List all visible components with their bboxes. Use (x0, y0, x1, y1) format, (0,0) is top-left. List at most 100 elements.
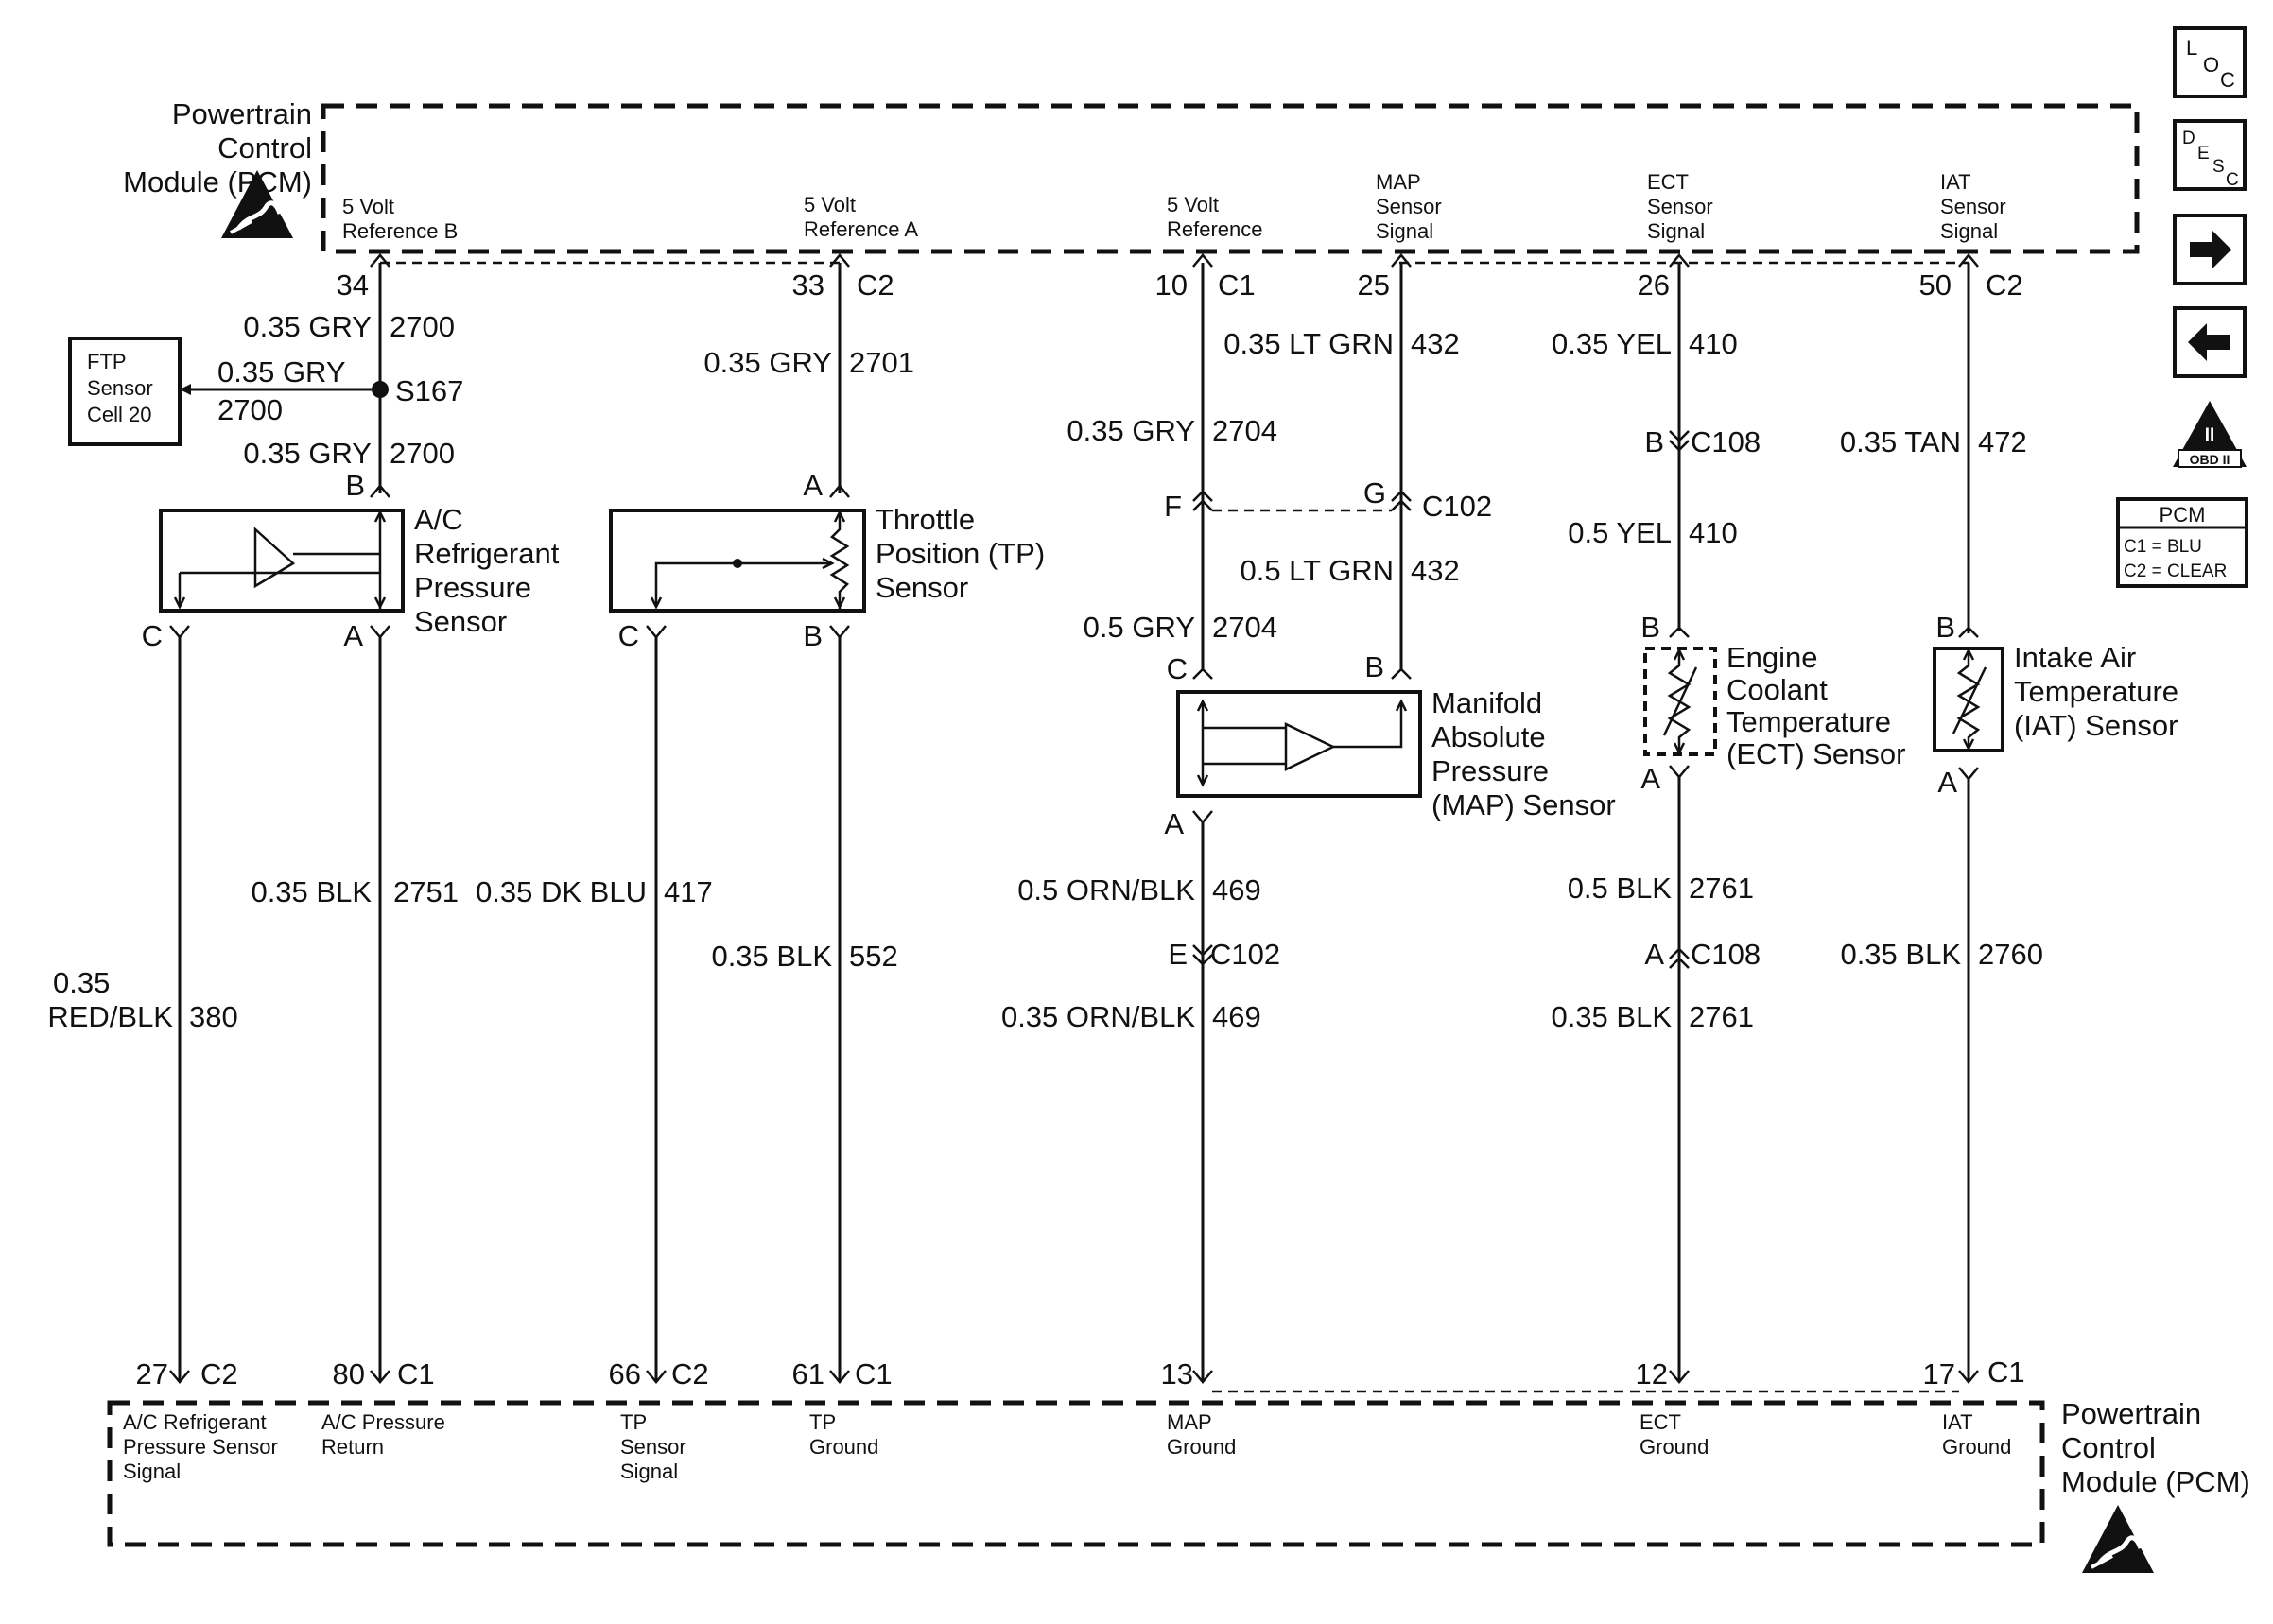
ect-name-2: Coolant (1726, 673, 1828, 706)
desc-letter-s: S (2212, 157, 2225, 177)
pin-num-66: 66 (609, 1357, 641, 1391)
ac-pin-b: B (345, 469, 365, 502)
ect-name-1: Engine (1726, 641, 1818, 674)
tp-pin-a: A (803, 469, 823, 502)
pin-num-61: 61 (792, 1357, 824, 1391)
pin-num-80: 80 (333, 1357, 365, 1391)
pin-desc-ect-sig-1: ECT (1647, 170, 1689, 194)
legend-title: PCM (2160, 503, 2206, 527)
wire-circuit-469-a: 469 (1212, 873, 1261, 907)
ect-c108-pin-b: B (1644, 425, 1664, 458)
map-name-4: (MAP) Sensor (1431, 788, 1616, 821)
bpin-desc-61-1: TP (809, 1410, 836, 1434)
ac-name-1: A/C (414, 503, 463, 536)
pin-conn-10: C1 (1218, 268, 1256, 302)
ftp-sensor-reference: FTP Sensor Cell 20 (68, 337, 182, 446)
wire-label-380-a: 0.35 (53, 966, 110, 999)
ac-name-3: Pressure (414, 571, 531, 604)
ect-circuit: 0.35 YEL 410 B C108 0.5 YEL 410 B Engine… (1551, 253, 1905, 1380)
ftp-line-2: Sensor (87, 376, 153, 400)
pin-desc-iat-sig-2: Sensor (1940, 195, 2006, 218)
pin-num-34: 34 (337, 268, 369, 302)
tp-pin-c: C (618, 619, 639, 652)
wire-circuit-472: 472 (1978, 425, 2027, 458)
map-c102-pin-g: G (1363, 476, 1386, 510)
top-pin-labels: 34 33 C2 10 C1 25 26 50 C2 (337, 268, 2023, 302)
pin-conn-17: C1 (1987, 1356, 2025, 1389)
wire-label-2701: 0.35 GRY (703, 346, 832, 379)
map-c102-pin-f: F (1164, 490, 1182, 523)
ect-name-3: Temperature (1726, 705, 1891, 738)
bpin-desc-61-2: Ground (809, 1435, 878, 1459)
pcm-bottom-label-2: Control (2061, 1431, 2156, 1464)
wire-circuit-2751: 2751 (393, 875, 459, 908)
wire-label-432-b: 0.5 LT GRN (1240, 554, 1394, 587)
wire-label-432-a: 0.35 LT GRN (1223, 327, 1394, 360)
wire-circuit-410-a: 410 (1689, 327, 1738, 360)
wire-circuit-469-b: 469 (1212, 1000, 1261, 1033)
wire-circuit-2701: 2701 (849, 346, 914, 379)
tp-name-2: Position (TP) (876, 537, 1045, 570)
bpin-desc-13-2: Ground (1167, 1435, 1236, 1459)
pin-num-13: 13 (1161, 1357, 1193, 1391)
pin-desc-ect-sig-3: Signal (1647, 219, 1705, 243)
pin-num-50: 50 (1919, 268, 1952, 302)
description-nav-button[interactable]: D E S C (2173, 119, 2247, 191)
ect-c108-pin-a: A (1644, 938, 1664, 971)
iat-pin-a: A (1937, 766, 1957, 799)
obd-ii-icon[interactable]: II OBD II (2173, 401, 2247, 468)
wire-label-2760: 0.35 BLK (1840, 938, 1961, 971)
pin-num-27: 27 (136, 1357, 168, 1391)
desc-letter-c: C (2226, 170, 2239, 190)
pin-conn-33: C2 (857, 268, 894, 302)
wire-label-2700-b: 0.35 GRY (243, 437, 372, 470)
bpin-desc-27-1: A/C Refrigerant (123, 1410, 267, 1434)
bpin-desc-13-1: MAP (1167, 1410, 1212, 1434)
pin-num-17: 17 (1923, 1357, 1955, 1391)
iat-name-2: Temperature (2014, 675, 2178, 708)
pin-conn-61: C1 (855, 1357, 893, 1391)
pin-conn-50: C2 (1986, 268, 2023, 302)
bpin-desc-27-2: Pressure Sensor (123, 1435, 278, 1459)
wire-label-469-b: 0.35 ORN/BLK (1001, 1000, 1195, 1033)
ac-sensor-box (159, 509, 405, 613)
tp-name-3: Sensor (876, 571, 968, 604)
wire-label-552: 0.35 BLK (711, 940, 832, 973)
ect-name-4: (ECT) Sensor (1726, 737, 1905, 770)
wire-circuit-2700-b: 2700 (390, 437, 455, 470)
pin-desc-ref-a-2: Reference A (804, 217, 918, 241)
map-name-2: Absolute (1431, 720, 1546, 753)
wire-label-2751: 0.35 BLK (251, 875, 372, 908)
wire-circuit-2700-ftp: 2700 (217, 393, 283, 426)
iat-circuit: 0.35 TAN 472 B Intake Air Temperature (I… (1840, 253, 2178, 1380)
pcm-top-label-3: Module (PCM) (123, 165, 312, 199)
bpin-desc-80-2: Return (321, 1435, 384, 1459)
ect-pin-b: B (1640, 611, 1660, 644)
ac-pin-c: C (142, 619, 163, 652)
pin-num-33: 33 (792, 268, 824, 302)
legend-row-c2: C2 = CLEAR (2124, 561, 2227, 581)
location-nav-button[interactable]: L O C (2173, 26, 2247, 98)
pcm-top-module: Powertrain Control Module (PCM) 5 Volt R… (123, 97, 2140, 254)
wire-label-410-a: 0.35 YEL (1552, 327, 1672, 360)
iat-pin-b: B (1935, 611, 1955, 644)
wire-circuit-2704-b: 2704 (1212, 611, 1277, 644)
next-page-arrow-icon[interactable] (2173, 214, 2247, 285)
wire-circuit-410-b: 410 (1689, 516, 1738, 549)
iat-name-1: Intake Air (2014, 641, 2136, 674)
wire-circuit-2761-b: 2761 (1689, 1000, 1754, 1033)
splice-s167 (372, 381, 389, 398)
ftp-line-3: Cell 20 (87, 403, 151, 426)
previous-page-arrow-icon[interactable] (2173, 306, 2247, 378)
pin-desc-ref-a-1: 5 Volt (804, 193, 856, 216)
bpin-desc-12-1: ECT (1640, 1410, 1681, 1434)
loc-letter-o: O (2203, 53, 2219, 77)
map-pin-b: B (1364, 650, 1384, 683)
desc-letter-d: D (2182, 129, 2195, 148)
map-name-3: Pressure (1431, 754, 1549, 787)
pin-desc-ref-2: Reference (1167, 217, 1263, 241)
pcm-bottom-label-1: Powertrain (2061, 1397, 2201, 1430)
ect-pin-a: A (1640, 762, 1660, 795)
pin-desc-ref-1: 5 Volt (1167, 193, 1219, 216)
c102-label-top: C102 (1422, 490, 1492, 523)
